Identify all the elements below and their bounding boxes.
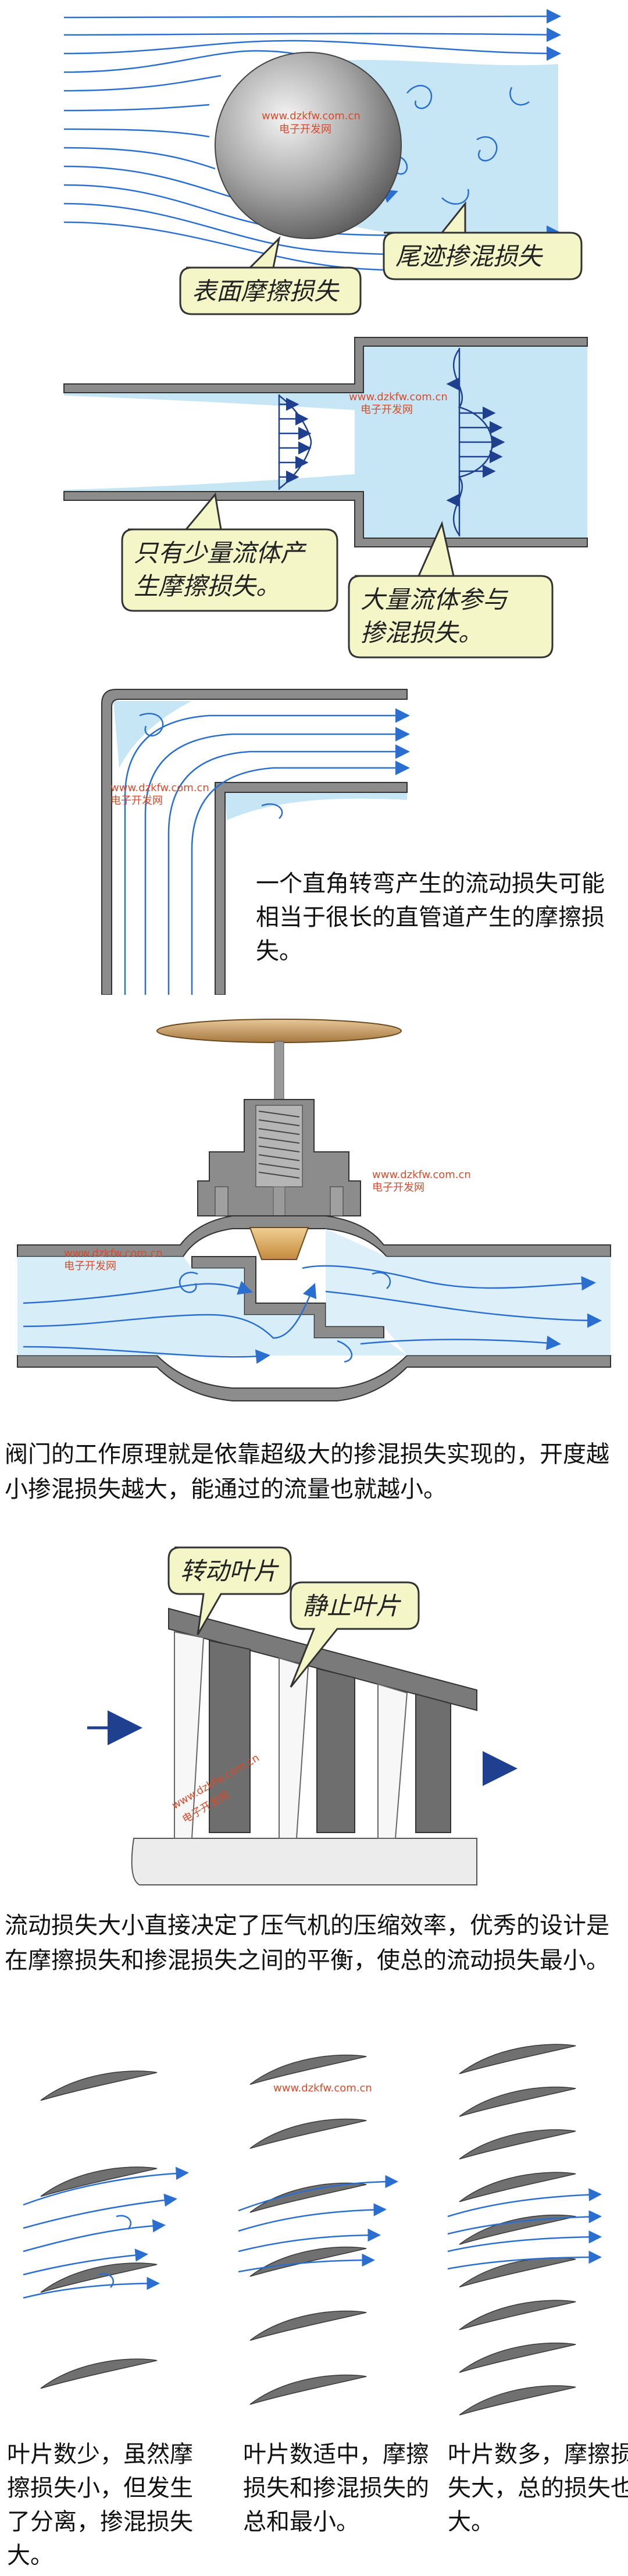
cascade-blade — [459, 2172, 576, 2203]
corner-walls — [101, 689, 408, 995]
cascade-text-few: 叶片数少，虽然摩擦损失小，但发生了分离，掺混损失大。 — [7, 2441, 193, 2569]
callout-rotor-text: 转动叶片 — [180, 1557, 280, 1585]
callout-wake-bubble — [383, 201, 583, 280]
cascade-text-medium: 叶片数适中，摩擦损失和掺混损失的总和最小。 — [243, 2441, 429, 2535]
callout-surface-bubble — [179, 236, 362, 315]
callout-rotor-bubble — [167, 1546, 292, 1635]
cascade-blade — [249, 2246, 367, 2277]
corner-streamlines — [124, 708, 410, 995]
valve-panel: www.dzkfw.com.cn 电子开发网 www.dzkfw.com.cn … — [0, 1012, 628, 1419]
rotor-blades — [174, 1631, 408, 1839]
cascade-blade — [40, 2070, 158, 2101]
corner-flow-panel: www.dzkfw.com.cn 电子开发网 — [0, 681, 628, 995]
cascade-blade — [249, 2310, 367, 2341]
cascade-column-medium — [249, 2054, 367, 2405]
callout-small-pipe-line1: 只有少量流体产 — [134, 539, 307, 567]
watermark-url-left: www.dzkfw.com.cn — [64, 1247, 163, 1259]
sphere-flow-diagram: www.dzkfw.com.cn 电子开发网 表面摩擦损失 尾迹掺混损失 — [63, 9, 583, 315]
cascade-column-many — [459, 2044, 576, 2416]
watermark-name: 电子开发网 — [361, 404, 413, 416]
cascade-blade — [459, 2385, 576, 2416]
callout-stator-bubble — [290, 1581, 420, 1688]
wake-eddies — [380, 85, 530, 205]
pipe-expansion-panel: www.dzkfw.com.cn 电子开发网 只有少量流体产 生摩擦损失。 大量… — [0, 326, 628, 675]
compressor-casing — [168, 1607, 477, 1712]
blade-panel: www.dzkfw.com.cn 电子开发网 转动叶片 静止叶片 — [0, 1536, 628, 1897]
cascade-flow-medium — [238, 2175, 398, 2273]
small-pipe-velocity-profile — [278, 394, 312, 490]
sphere-flow-panel: www.dzkfw.com.cn 电子开发网 表面摩擦损失 尾迹掺混损失 — [0, 0, 628, 326]
callout-small-pipe-line2: 生摩擦损失。 — [134, 572, 280, 600]
watermark-url-right: www.dzkfw.com.cn — [372, 1169, 471, 1181]
cascade-text-many: 叶片数多，摩擦损失大，总的损失也大。 — [448, 2441, 628, 2535]
stator-blades — [209, 1639, 451, 1833]
cascade-flow-few — [23, 2166, 189, 2299]
valve-plug — [249, 1227, 309, 1260]
pipe-expansion-diagram: www.dzkfw.com.cn 电子开发网 只有少量流体产 生摩擦损失。 大量… — [63, 337, 588, 659]
callout-surface-text: 表面摩擦损失 — [192, 277, 340, 305]
valve-handwheel — [156, 1019, 402, 1043]
callout-large-pipe-line2: 掺混损失。 — [361, 618, 483, 647]
cascade-blade — [459, 2342, 576, 2373]
valve-diagram: www.dzkfw.com.cn 电子开发网 www.dzkfw.com.cn … — [17, 1019, 611, 1401]
cascade-blade — [40, 2166, 158, 2197]
cascade-column-few — [40, 2070, 158, 2389]
cascade-diagram: www.dzkfw.com.cn — [23, 2044, 602, 2416]
valve-streamlines — [23, 1265, 602, 1364]
pipe-walls — [63, 337, 588, 547]
cascade-panel: www.dzkfw.com.cn — [0, 2024, 628, 2432]
cascade-blade — [459, 2214, 576, 2245]
callout-stator-text: 静止叶片 — [302, 1592, 402, 1620]
watermark-url: www.dzkfw.com.cn — [349, 391, 448, 403]
watermark-url: www.dzkfw.com.cn — [273, 2082, 372, 2094]
watermark-name-left: 电子开发网 — [64, 1260, 116, 1272]
compressor-hub — [131, 1838, 477, 1885]
cascade-blade — [459, 2129, 576, 2160]
watermark-name: 电子开发网 — [110, 795, 163, 807]
cascade-blade — [459, 2044, 576, 2075]
cascade-blade — [249, 2118, 367, 2149]
corner-flow-diagram: www.dzkfw.com.cn 电子开发网 — [101, 689, 410, 995]
cascade-blade — [249, 2054, 367, 2085]
cascade-blade — [40, 2262, 158, 2293]
callout-small-pipe-bubble — [121, 492, 338, 612]
callout-large-pipe-line1: 大量流体参与 — [361, 585, 509, 614]
watermark-name-right: 电子开发网 — [372, 1182, 424, 1194]
sphere — [215, 52, 402, 239]
valve-caption: 阀门的工作原理就是依靠超级大的掺混损失实现的，开度越小掺混损失越大，能通过的流量… — [5, 1441, 609, 1503]
callout-large-pipe-bubble — [348, 521, 554, 659]
cascade-blade — [249, 2374, 367, 2405]
blade-caption: 流动损失大小直接决定了压气机的压缩效率，优秀的设计是在摩擦损失和掺混损失之间的平… — [5, 1912, 609, 1974]
cascade-flow-many — [447, 2188, 602, 2270]
compressor-blade-diagram: www.dzkfw.com.cn 电子开发网 转动叶片 静止叶片 — [87, 1546, 518, 1885]
separation-zone-outer — [113, 701, 192, 768]
cascade-blade — [40, 2358, 158, 2389]
cascade-blade — [459, 2300, 576, 2331]
cascade-blade — [459, 2086, 576, 2117]
callout-wake-text: 尾迹掺混损失 — [395, 242, 543, 271]
watermark-url: www.dzkfw.com.cn — [110, 782, 209, 794]
watermark-name: 电子开发网 — [279, 123, 331, 136]
corner-note-text: 一个直角转弯产生的流动损失可能相当于很长的直管道产生的摩擦损失。 — [256, 870, 605, 965]
valve-stem-thread — [258, 1111, 300, 1179]
large-pipe-velocity-profile — [446, 348, 505, 536]
cascade-blade — [249, 2182, 367, 2213]
cascade-blade — [459, 2257, 576, 2288]
watermark-url: www.dzkfw.com.cn — [262, 110, 361, 122]
